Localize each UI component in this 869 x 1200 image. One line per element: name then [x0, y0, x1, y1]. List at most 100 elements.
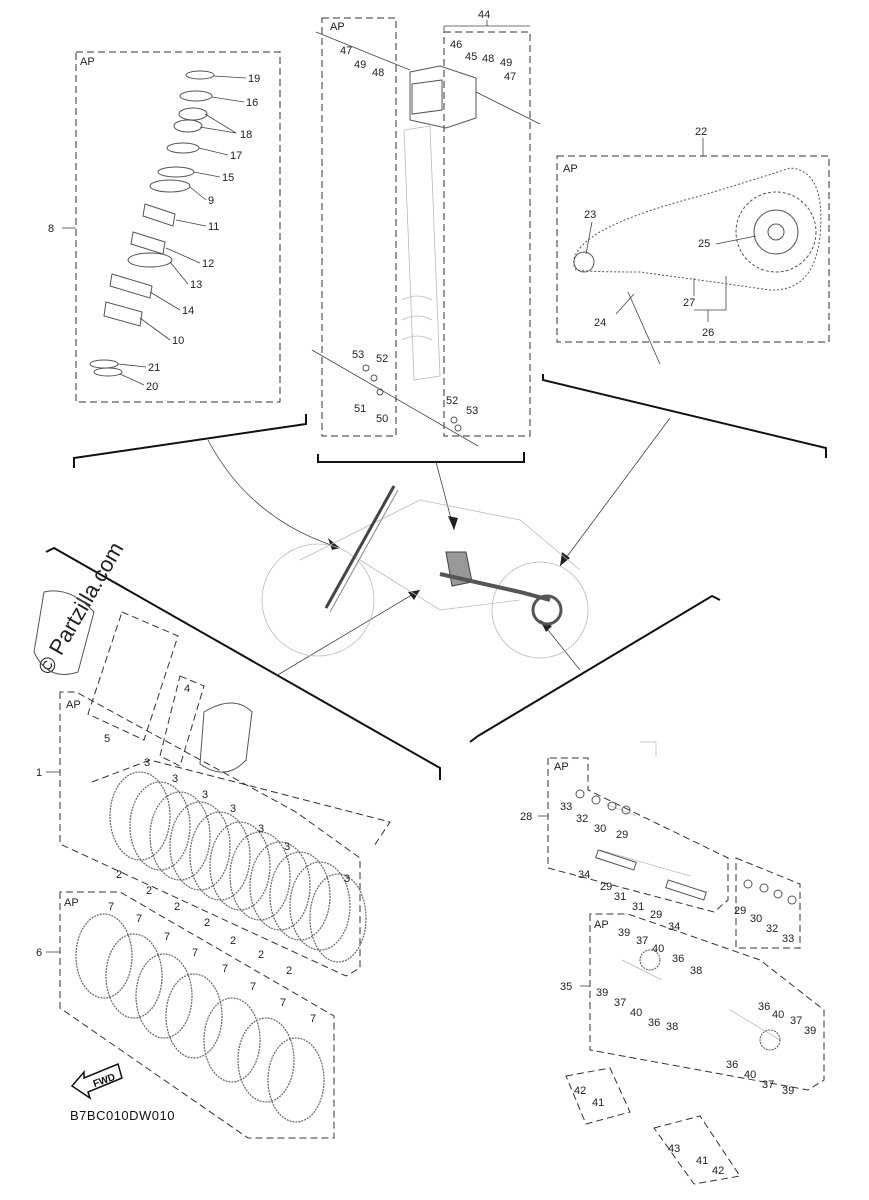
label-53: 53: [352, 349, 364, 361]
label-25: 25: [698, 238, 710, 250]
label-24: 24: [594, 317, 606, 329]
label-37d: 37: [762, 1079, 774, 1091]
label-41b: 41: [696, 1155, 708, 1167]
label-26: 26: [702, 327, 714, 339]
label-50: 50: [376, 413, 388, 425]
label-21: 21: [148, 362, 160, 374]
clutch-ap-box: [59, 691, 361, 977]
label-16: 16: [246, 97, 258, 109]
label-52: 52: [376, 353, 388, 365]
label-8: 8: [48, 223, 54, 235]
label-3f: 3: [284, 841, 290, 853]
label-11: 11: [208, 221, 219, 233]
label-2e: 2: [230, 935, 236, 947]
label-2b: 2: [146, 885, 152, 897]
label-20: 20: [146, 381, 158, 393]
label-39a: 39: [618, 927, 630, 939]
label-7g: 7: [280, 997, 286, 1009]
label-31a: 31: [614, 891, 626, 903]
label-37a: 37: [636, 935, 648, 947]
plates-stack: [109, 771, 367, 963]
friction-ap-label: AP: [64, 897, 79, 909]
label-40d: 40: [744, 1069, 756, 1081]
linkage-ap-label-2: AP: [594, 919, 609, 931]
label-40b: 40: [630, 1007, 642, 1019]
label-29b: 29: [600, 881, 612, 893]
diagram-code: B7BC010DW010: [70, 1108, 175, 1123]
chain-ap-box: [556, 155, 830, 343]
label-43: 43: [668, 1143, 680, 1155]
fwd-arrow-icon: FWD: [70, 1062, 123, 1100]
label-4: 4: [184, 683, 190, 695]
label-29a: 29: [616, 829, 628, 841]
friction-plates: [75, 913, 325, 1123]
callout-lines: [45, 374, 827, 780]
fork-ap-label: AP: [80, 56, 95, 68]
label-19: 19: [248, 73, 260, 85]
clutch-ap-label: AP: [66, 699, 81, 711]
label-12: 12: [202, 258, 214, 270]
shock-ap-label: AP: [330, 21, 345, 33]
label-53b: 53: [466, 405, 478, 417]
label-7a: 7: [108, 901, 114, 913]
label-15: 15: [222, 172, 234, 184]
watermark: © Partzilla.com: [33, 538, 129, 679]
fork-group: AP 19 16 18 17: [48, 51, 281, 403]
label-51: 51: [354, 403, 366, 415]
label-7c: 7: [164, 931, 170, 943]
label-36b: 36: [648, 1017, 660, 1029]
label-3d: 3: [230, 803, 236, 815]
label-7h: 7: [310, 1013, 316, 1025]
label-34a: 34: [578, 869, 590, 881]
watermark-text: © Partzilla.com: [33, 538, 129, 679]
friction-ap-box: [59, 891, 335, 1139]
label-29d: 29: [734, 905, 746, 917]
label-7b: 7: [136, 913, 142, 925]
label-10: 10: [172, 335, 184, 347]
label-39b: 39: [596, 987, 608, 999]
label-40c: 40: [772, 1009, 784, 1021]
linkage-ap-box-28: [547, 757, 729, 913]
label-17: 17: [230, 150, 242, 162]
label-18: 18: [240, 129, 252, 141]
label-2f: 2: [258, 949, 264, 961]
label-30a: 30: [594, 823, 606, 835]
label-30b: 30: [750, 913, 762, 925]
label-33a: 33: [560, 801, 572, 813]
chain-group: AP 22 23 25 24 27 26: [556, 126, 830, 365]
linkage-ap-box-35: [589, 913, 825, 1091]
label-47: 47: [504, 71, 516, 83]
label-40a: 40: [652, 943, 664, 955]
label-44: 44: [478, 9, 490, 21]
linkage-ap-label: AP: [554, 761, 569, 773]
linkage-group: AP 28 AP 35 33 32 30 29 34 29 31 31 29 3…: [520, 741, 825, 1185]
label-2g: 2: [286, 965, 292, 977]
fork-ap-box: [75, 51, 281, 403]
label-3g: 3: [344, 873, 350, 885]
label-42a: 42: [574, 1085, 586, 1097]
label-45: 45: [465, 51, 477, 63]
label-37c: 37: [790, 1015, 802, 1027]
label-37b: 37: [614, 997, 626, 1009]
label-9: 9: [208, 195, 214, 207]
label-35: 35: [560, 981, 572, 993]
shock-ap-box: [321, 17, 397, 437]
label-48: 48: [482, 53, 494, 65]
label-52b: 52: [446, 395, 458, 407]
label-46: 46: [450, 39, 462, 51]
bike-outline: [261, 485, 589, 659]
shock-box-44: [443, 31, 531, 437]
label-36a: 36: [672, 953, 684, 965]
label-32b: 32: [766, 923, 778, 935]
label-7e: 7: [222, 963, 228, 975]
label-13: 13: [190, 279, 202, 291]
label-49b: 49: [354, 59, 366, 71]
label-3e: 3: [258, 823, 264, 835]
label-14: 14: [182, 305, 194, 317]
label-27: 27: [683, 297, 695, 309]
label-7d: 7: [192, 947, 198, 959]
clutch-group: 5 4 AP 1 3 3 3 3 3 3 3 2 2 2 2: [33, 590, 391, 1139]
label-2a: 2: [116, 869, 122, 881]
shock-group: AP 44 46 45 48 49 47 47 49 48 53 52 51 5…: [311, 9, 541, 447]
